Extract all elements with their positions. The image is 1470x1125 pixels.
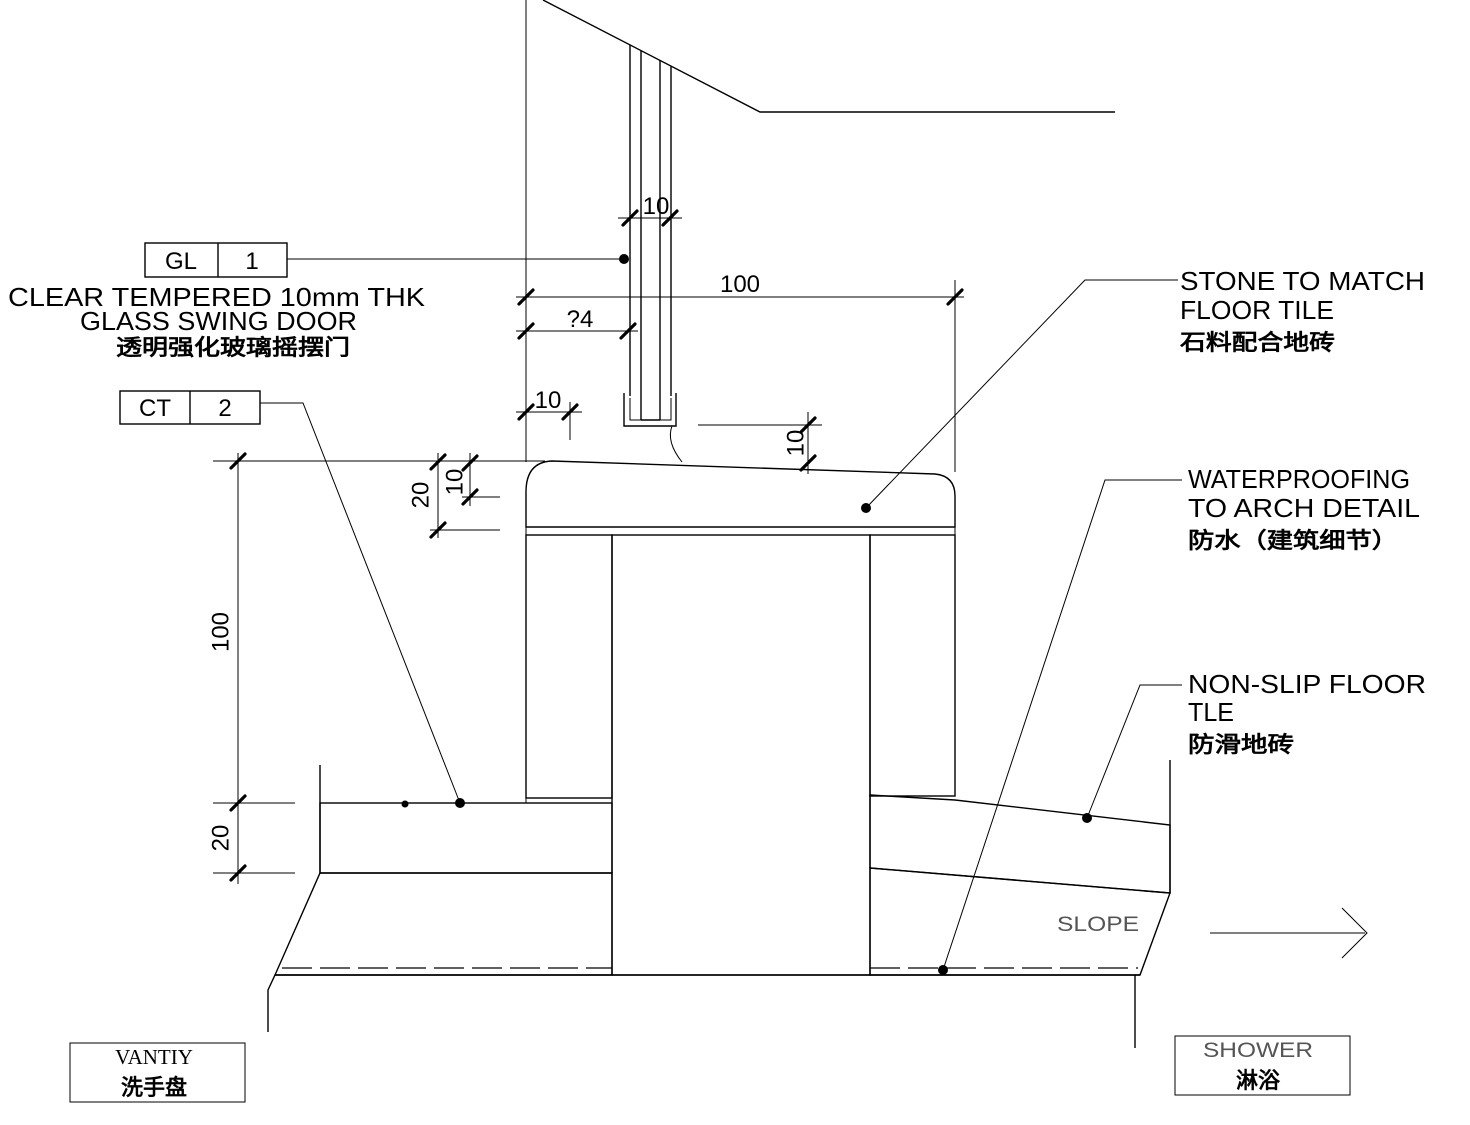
leader-line — [865, 279, 1178, 509]
room-name-en: SHOWER — [1203, 1039, 1313, 1062]
dimension-tick — [517, 322, 535, 340]
dimension-glass-thickness: 10 — [618, 193, 682, 227]
threshold-stone — [525, 460, 956, 528]
leader-dot-icon — [938, 965, 948, 975]
glass-channel-inner — [629, 398, 672, 421]
room-name-cn: 淋浴 — [1236, 1068, 1281, 1094]
dimension-tick — [229, 452, 247, 470]
dimension-value: 10 — [643, 193, 670, 220]
dimension-edge-setback: 10 — [516, 387, 582, 440]
dimension-stone-depth: 20 — [407, 453, 500, 539]
leader-line — [942, 479, 1182, 971]
sealant-bead — [669, 425, 683, 463]
dimension-value: 20 — [407, 482, 434, 509]
callout-line2: TLE — [1188, 697, 1234, 727]
dimension-tick — [619, 322, 637, 340]
callout-line1: WATERPROOFING — [1188, 464, 1410, 494]
dimension-top-fall: 10 — [698, 412, 822, 474]
dimension-glass-offset: ?4 — [516, 306, 638, 340]
dimension-value: 10 — [535, 387, 562, 414]
point-marker-icon — [401, 800, 409, 808]
structural-slab-line — [267, 974, 1140, 1032]
dimension-tick — [517, 403, 535, 421]
dimension-kerb-height: 100 20 — [207, 452, 545, 884]
tag-code: CT — [139, 395, 171, 422]
dimension-tick — [621, 209, 639, 227]
callout-line2: FLOOR TILE — [1180, 295, 1334, 325]
shower-floor-tile — [869, 794, 1171, 894]
callout-cn: 石料配合地砖 — [1179, 330, 1335, 356]
leader-dot-icon — [619, 254, 629, 264]
glass-panel — [623, 45, 683, 463]
slope-label: SLOPE — [1057, 913, 1139, 936]
dimension-value: 100 — [720, 271, 760, 298]
dimension-tick — [229, 794, 247, 812]
dimension-tick — [461, 454, 479, 472]
glass-note-line2: GLASS SWING DOOR — [80, 306, 357, 336]
callout-waterproofing: WATERPROOFING TO ARCH DETAIL 防水（建筑细节） — [938, 464, 1420, 975]
tag-box — [144, 242, 288, 278]
glass-note: CLEAR TEMPERED 10mm THK GLASS SWING DOOR… — [8, 282, 426, 361]
dimension-value: 10 — [441, 469, 468, 496]
counter-tag: CT 2 — [119, 390, 465, 808]
callout-non-slip-tile: NON-SLIP FLOOR TLE 防滑地砖 — [1082, 669, 1426, 823]
tag-number: 1 — [245, 248, 258, 275]
glass-tag: GL 1 — [144, 242, 629, 278]
leader-dot-icon — [861, 503, 871, 513]
tag-number: 2 — [218, 395, 231, 422]
dimension-tick — [429, 453, 447, 471]
leader-dot-icon — [1082, 813, 1092, 823]
arrow-right-icon — [1210, 907, 1368, 959]
callout-cn: 防滑地砖 — [1188, 732, 1294, 758]
dimension-overall-width: 100 — [516, 271, 964, 472]
callout-line1: NON-SLIP FLOOR — [1188, 669, 1426, 699]
tag-code: GL — [165, 248, 197, 275]
dimension-tick — [799, 454, 817, 472]
callout-stone: STONE TO MATCH FLOOR TILE 石料配合地砖 — [861, 266, 1425, 513]
right-kerb-facing — [869, 534, 956, 797]
dimension-tick — [661, 209, 679, 227]
dimension-value: 20 — [207, 825, 234, 852]
dimension-value: ?4 — [567, 306, 594, 333]
arrow-head — [1341, 907, 1368, 959]
dimension-value: 10 — [782, 430, 809, 457]
dimension-tick — [517, 288, 535, 306]
room-name-en: VANTIY — [115, 1045, 193, 1069]
callout-cn: 防水（建筑细节） — [1188, 528, 1398, 554]
glass-note-line1: CLEAR TEMPERED 10mm THK — [8, 282, 426, 312]
glass-channel-outer — [623, 393, 677, 427]
leader-line — [260, 402, 461, 804]
glass-note-cn: 透明强化玻璃摇摆门 — [116, 335, 350, 361]
room-label-vanity: VANTIY 洗手盘 — [69, 1042, 246, 1103]
leader-line — [1086, 684, 1182, 819]
dimension-nosing: 10 — [441, 453, 500, 506]
callout-line2: TO ARCH DETAIL — [1188, 493, 1420, 523]
room-label-shower: SHOWER 淋浴 — [1174, 1035, 1351, 1096]
dimension-value: 100 — [207, 612, 234, 652]
room-label-box — [1174, 1035, 1351, 1096]
room-name-cn: 洗手盘 — [121, 1075, 187, 1101]
door-head-line — [542, 0, 1115, 113]
room-label-box — [69, 1042, 246, 1103]
dimension-tick — [229, 864, 247, 882]
callout-line1: STONE TO MATCH — [1180, 266, 1425, 296]
